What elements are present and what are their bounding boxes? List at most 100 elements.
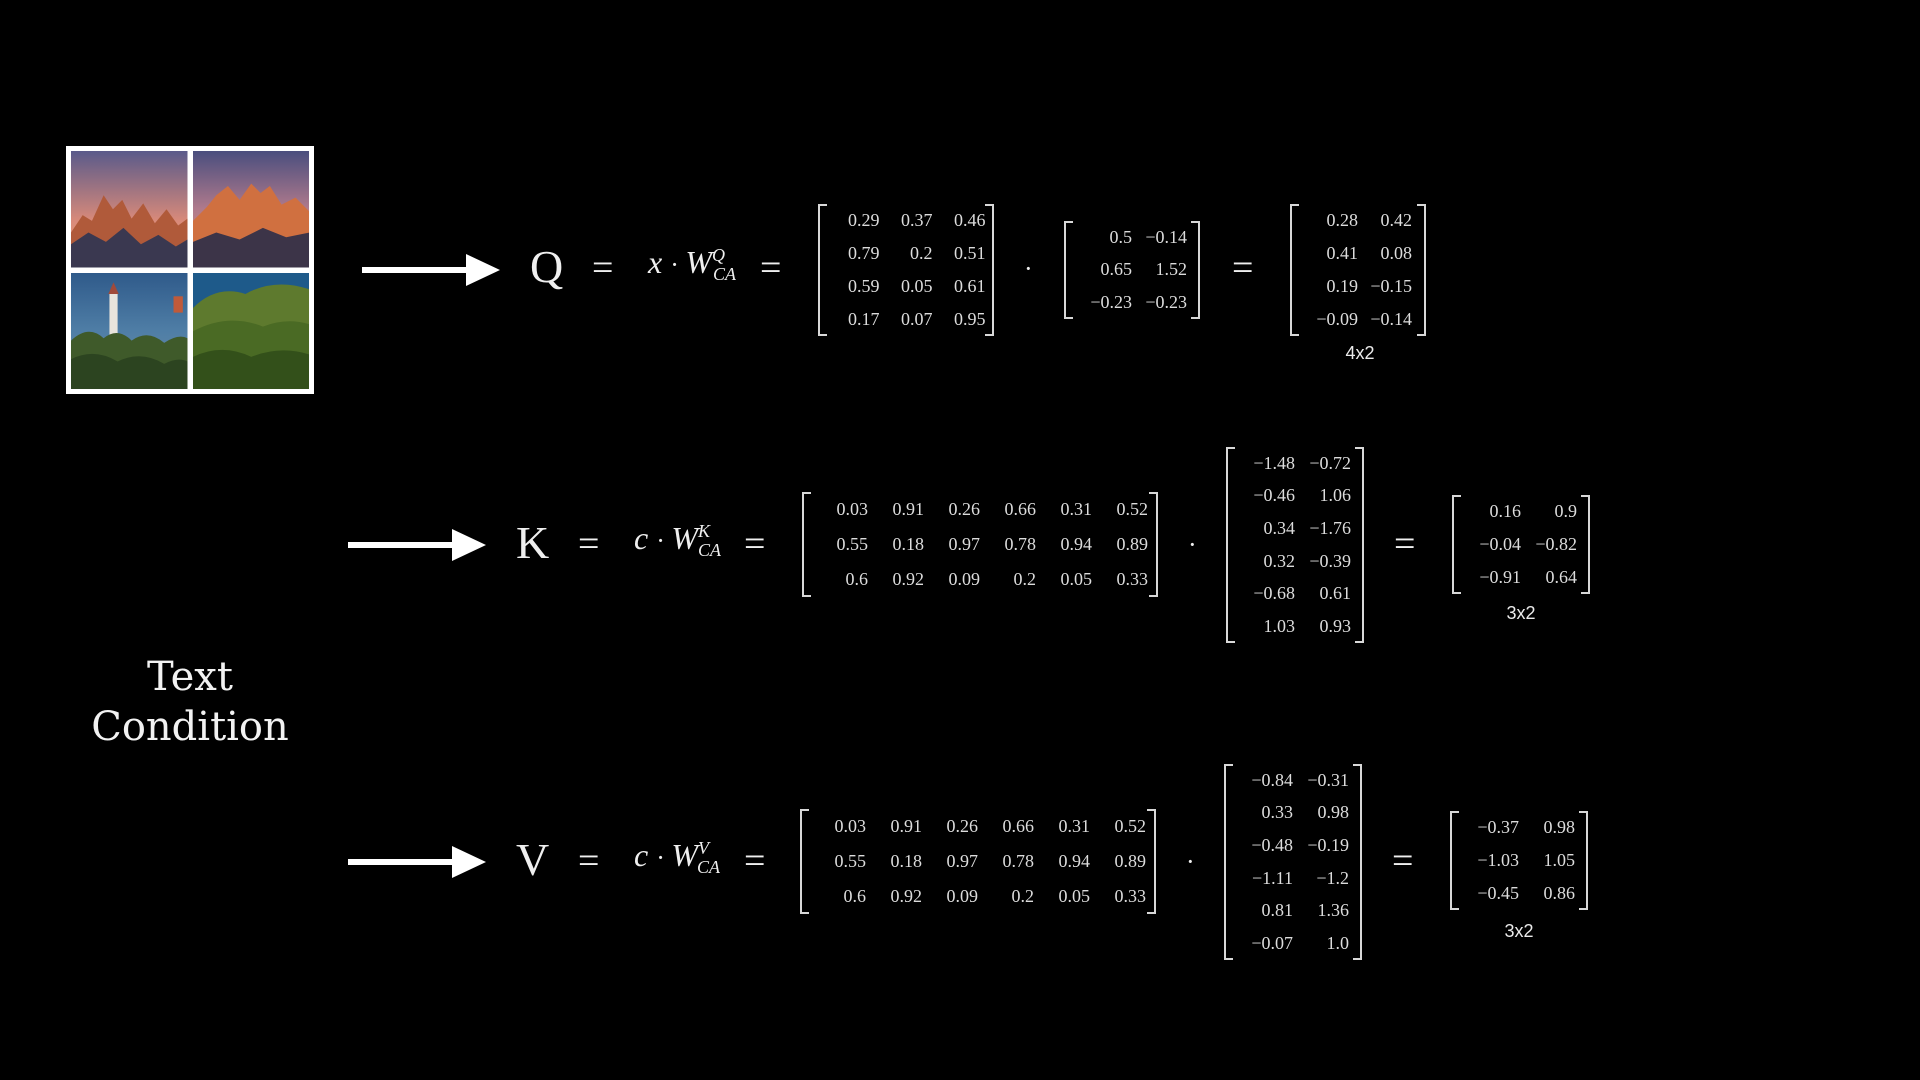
q-equals-3: = <box>1232 247 1254 289</box>
matrix-cell: 0.19 <box>1326 276 1359 296</box>
k-result-dim: 3x2 <box>1506 603 1536 623</box>
matrix-row: −0.09 −0.14 <box>1304 303 1412 336</box>
q-dot: · <box>1024 254 1033 283</box>
matrix-cell: 0.61 <box>954 276 986 296</box>
matrix-cell: 1.05 <box>1543 850 1576 870</box>
matrix-cell: 0.52 <box>1114 816 1147 836</box>
matrix-cell: −0.72 <box>1309 452 1351 473</box>
q-result-dim: 4x2 <box>1345 343 1375 363</box>
matrix-cell: 0.26 <box>946 816 979 836</box>
arrow-to-q <box>362 254 500 286</box>
image-patch-castle <box>71 272 188 389</box>
matrix-cell: 0.55 <box>836 534 869 554</box>
v-equals-3: = <box>1392 840 1414 882</box>
matrix-cell: 0.66 <box>1004 499 1037 519</box>
matrix-cell: −1.48 <box>1253 452 1295 473</box>
matrix-cell: −0.09 <box>1316 309 1358 329</box>
matrix-cell: −0.45 <box>1477 883 1519 903</box>
matrix-cell: −0.91 <box>1479 567 1521 587</box>
k-dot: · <box>1188 530 1197 559</box>
matrix-cell: 0.91 <box>890 816 923 836</box>
k-formula: c · WKCA <box>634 520 722 561</box>
matrix-cell: 0.66 <box>1002 816 1035 836</box>
matrix-cell: 0.2 <box>1013 569 1037 589</box>
matrix-cell: −0.14 <box>1145 226 1187 247</box>
matrix-cell: 0.33 <box>1261 802 1294 823</box>
image-patch-mountains-left <box>71 151 188 268</box>
k-weight-sub: CA <box>698 540 722 561</box>
matrix-cell: −0.23 <box>1145 292 1187 313</box>
matrix-cell: −0.14 <box>1370 309 1412 329</box>
matrix-cell: 0.78 <box>1002 851 1035 871</box>
image-patch-forest <box>192 272 309 389</box>
matrix-cell: 0.78 <box>1004 534 1037 554</box>
matrix-cell: 1.03 <box>1263 616 1296 637</box>
q-formula: x · WQCA <box>648 244 737 285</box>
v-weight-sup: V <box>698 838 710 859</box>
image-patch-grid <box>66 146 314 394</box>
matrix-row: −0.48−0.19 <box>1237 829 1349 862</box>
k-equals-3: = <box>1394 523 1416 565</box>
matrix-cell: 0.91 <box>892 499 925 519</box>
matrix-cell: 0.08 <box>1380 243 1413 263</box>
matrix-cell: 0.03 <box>834 816 867 836</box>
k-equals-2: = <box>744 523 766 565</box>
matrix-cell: 0.94 <box>1060 534 1093 554</box>
image-patch-mountains-right <box>192 151 309 268</box>
matrix-cell: −0.04 <box>1479 534 1521 554</box>
v-symbol: V <box>516 834 550 885</box>
k-input-var: c <box>634 520 649 556</box>
q-symbol: Q <box>530 241 564 292</box>
v-result-dim: 3x2 <box>1504 921 1534 941</box>
q-weight-sub: CA <box>713 264 737 285</box>
matrix-row: 0.34−1.76 <box>1239 512 1352 545</box>
matrix-row: −1.48 −0.72 <box>1239 447 1351 480</box>
matrix-cell: 0.09 <box>948 569 981 589</box>
matrix-cell: 0.34 <box>1263 518 1296 539</box>
matrix-cell: 0.93 <box>1319 616 1352 637</box>
matrix-cell: −1.11 <box>1252 867 1293 888</box>
matrix-cell: 0.6 <box>845 569 869 589</box>
v-input-var: c <box>634 837 649 873</box>
matrix-cell: 0.2 <box>910 243 933 263</box>
v-weight-sub: CA <box>697 857 721 878</box>
matrix-cell: 0.89 <box>1114 851 1147 871</box>
matrix-cell: 0.95 <box>954 309 986 329</box>
matrix-cell: 0.89 <box>1116 534 1149 554</box>
arrow-to-k <box>348 529 486 561</box>
matrix-row: 0.5−0.14 <box>1077 221 1188 254</box>
matrix-cell: 0.98 <box>1317 802 1350 823</box>
q-weight-sup: Q <box>712 245 726 266</box>
matrix-row: 1.03 0.93 <box>1239 610 1352 643</box>
matrix-cell: 1.36 <box>1317 900 1350 921</box>
matrix-cell: 0.97 <box>946 851 979 871</box>
matrix-row: −0.91 0.64 <box>1465 561 1577 594</box>
matrix-cell: −0.31 <box>1307 769 1349 790</box>
matrix-cell: 0.32 <box>1263 550 1296 571</box>
matrix-cell: 0.18 <box>890 851 923 871</box>
matrix-cell: 0.33 <box>1114 886 1147 906</box>
matrix-cell: 0.81 <box>1261 900 1294 921</box>
matrix-cell: 0.37 <box>901 210 933 230</box>
matrix-cell: 0.07 <box>901 309 933 329</box>
matrix-cell: 0.03 <box>836 499 869 519</box>
matrix-cell: 0.09 <box>946 886 979 906</box>
text-condition-line-2: Condition <box>91 704 289 750</box>
matrix-cell: 0.17 <box>848 309 880 329</box>
text-condition-label: Text Condition <box>80 652 300 752</box>
matrix-cell: 0.64 <box>1545 567 1578 587</box>
matrix-cell: 1.52 <box>1155 259 1188 280</box>
matrix-cell: 0.94 <box>1058 851 1091 871</box>
matrix-cell: −0.19 <box>1307 835 1349 856</box>
